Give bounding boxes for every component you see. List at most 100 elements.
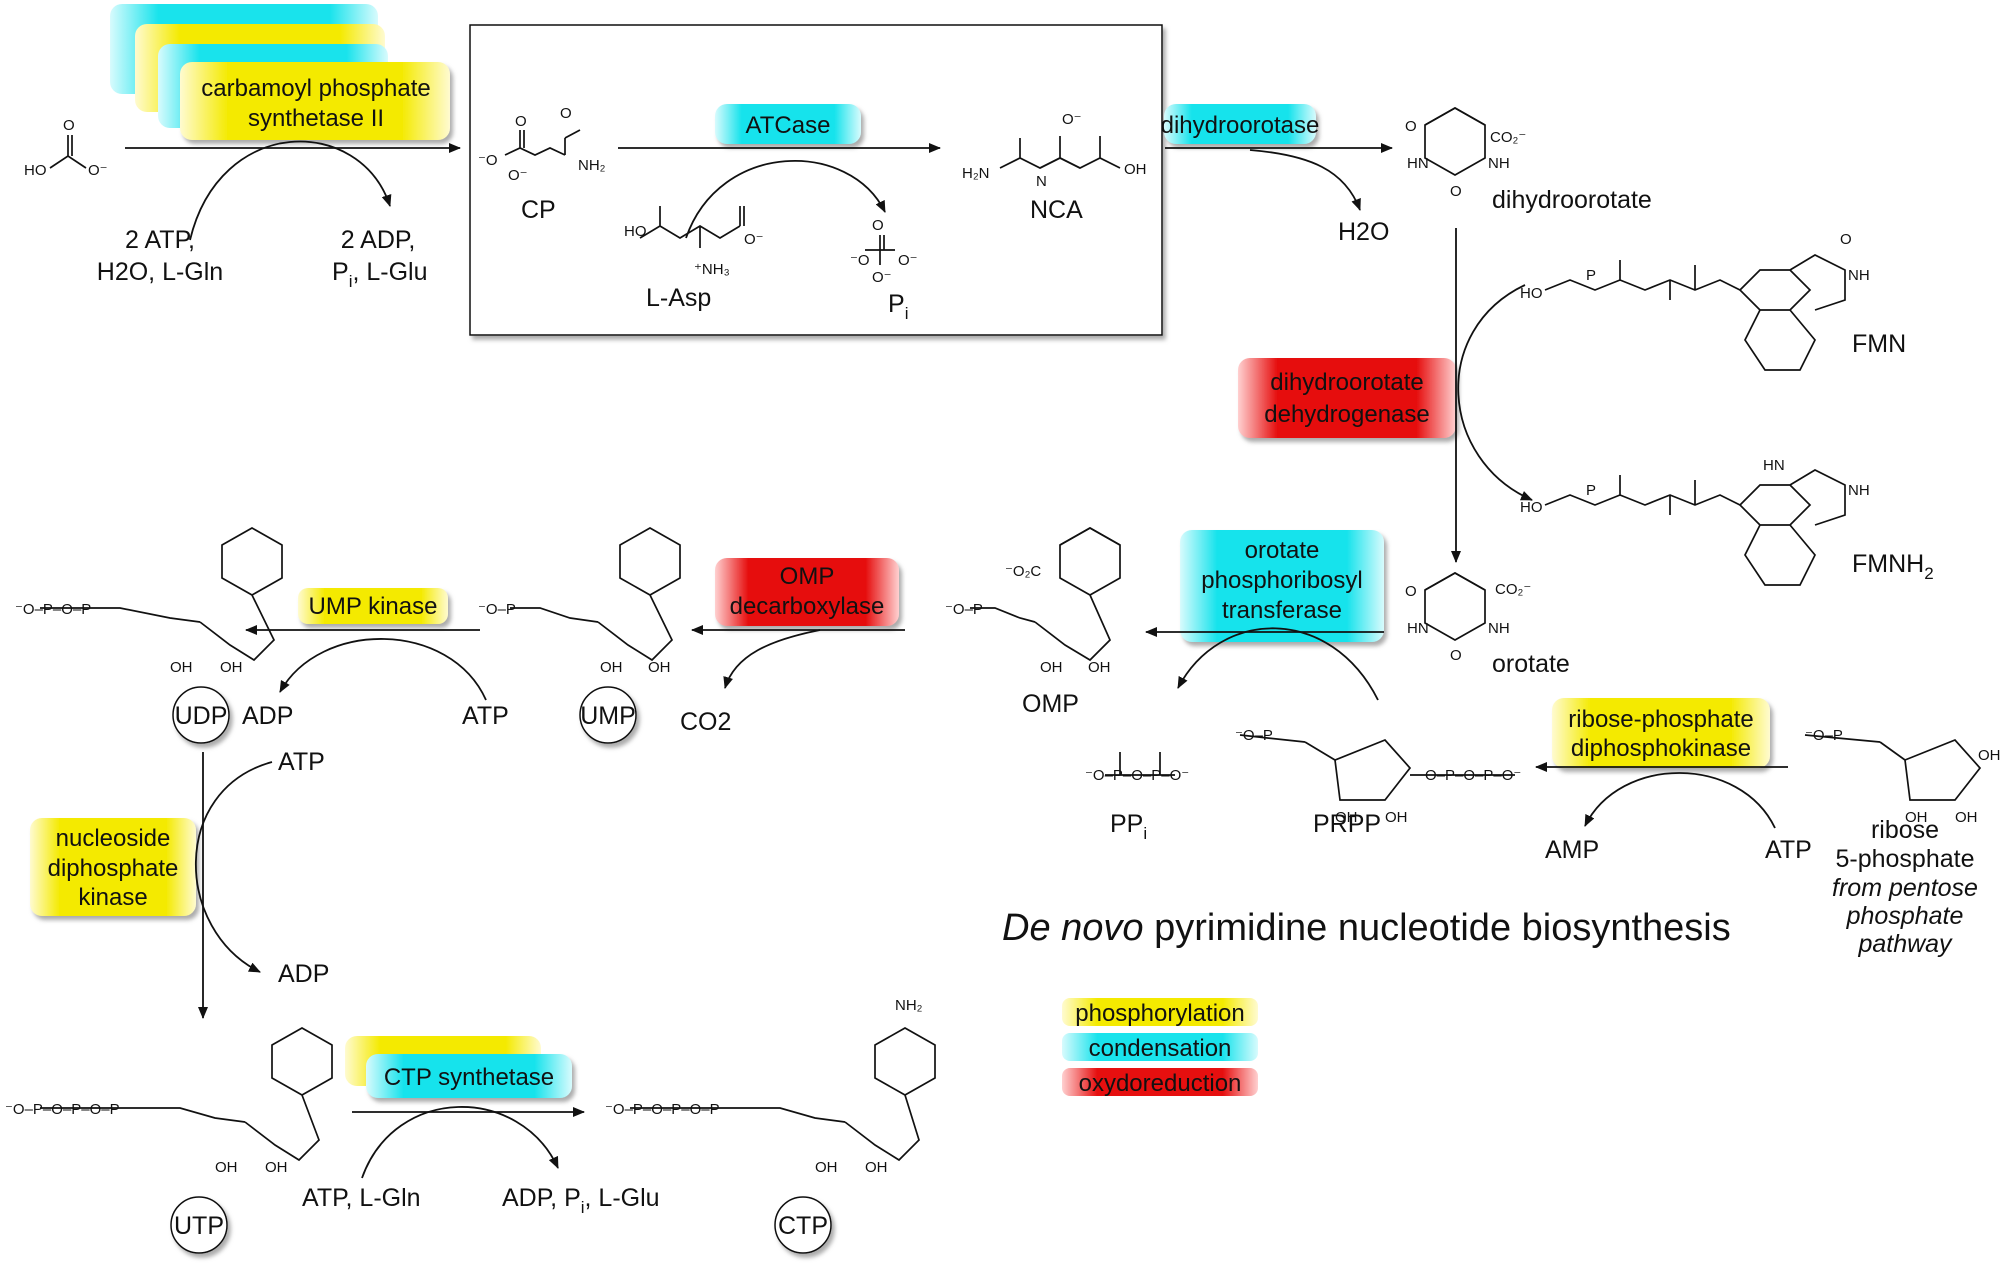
svg-text:O: O: [1405, 583, 1417, 600]
fmn-structure: HO P NH O: [1520, 231, 1870, 371]
svg-text:OH: OH: [170, 659, 193, 676]
oprt-label-3: transferase: [1222, 597, 1342, 624]
svg-text:OH: OH: [1955, 809, 1978, 826]
svg-text:O⁻: O⁻: [1062, 111, 1082, 128]
svg-text:HO: HO: [24, 162, 47, 179]
arrow-atcase-cofactor: [685, 160, 886, 239]
ctps-out-label: ADP, Pi, L-Glu: [502, 1184, 660, 1217]
cps-in-1: 2 ATP,: [125, 226, 195, 254]
diagram-title: De novo pyrimidine nucleotide biosynthes…: [1002, 907, 1731, 949]
ompdc-enzyme-box: OMP decarboxylase: [715, 558, 899, 626]
legend: phosphorylation condensation oxydoreduct…: [1062, 998, 1258, 1097]
ompdc-label-1: OMP: [780, 563, 835, 590]
ndpk-atp-label: ATP: [278, 748, 325, 776]
ctps-label: CTP synthetase: [384, 1064, 554, 1091]
utp-badge: UTP: [170, 1196, 228, 1254]
prps-amp-label: AMP: [1545, 836, 1599, 864]
prpp-structure: ⁻O–P O–P–O–P–O⁻ OH OH: [1235, 727, 1521, 826]
svg-text:NH: NH: [1848, 267, 1870, 284]
svg-text:OH: OH: [220, 659, 243, 676]
udp-structure: ⁻O–P–O–P OH OH: [15, 527, 283, 676]
svg-text:HO: HO: [1520, 499, 1543, 516]
legend-condensation-swatch: [1062, 1033, 1258, 1061]
svg-text:P: P: [1586, 267, 1596, 284]
arrow-fmn: [1457, 284, 1533, 501]
svg-text:CO₂⁻: CO₂⁻: [1495, 581, 1531, 598]
svg-text:CO₂⁻: CO₂⁻: [1490, 129, 1526, 146]
orotate-label: orotate: [1492, 650, 1570, 678]
svg-text:⁻O: ⁻O: [478, 152, 498, 169]
svg-text:OH: OH: [1905, 809, 1928, 826]
ribose5p-structure: ⁻O–P OH OH OH: [1804, 727, 2001, 826]
ndpk-label-3: kinase: [78, 884, 147, 911]
svg-text:CTP: CTP: [778, 1212, 828, 1240]
dhodh-enzyme-box: dihydroorotate dehydrogenase: [1238, 358, 1456, 438]
legend-phosphorylation: phosphorylation: [1075, 1000, 1244, 1027]
lasp-structure: HO ⁺NH₃ O⁻: [624, 206, 764, 278]
svg-text:⁻O–P–O–P–O⁻: ⁻O–P–O–P–O⁻: [1085, 767, 1189, 784]
cps-out-1: 2 ADP,: [341, 226, 416, 254]
dihydroorotase-enzyme-box: dihydroorotase: [1161, 104, 1319, 144]
svg-text:P: P: [1586, 482, 1596, 499]
bicarbonate-structure: HO O O⁻: [24, 117, 108, 179]
umpk-enzyme-box: UMP kinase: [298, 588, 448, 624]
cps-in-2: H2O, L-Gln: [97, 258, 223, 286]
lasp-label: L-Asp: [646, 284, 711, 312]
reaction-arrows: [125, 140, 1788, 1179]
svg-text:UTP: UTP: [174, 1212, 224, 1240]
ribose-label-1: ribose: [1871, 816, 1939, 844]
ctp-badge: CTP: [774, 1196, 832, 1254]
svg-text:⁻O–P: ⁻O–P: [478, 601, 516, 618]
legend-phosphorylation-swatch: [1062, 998, 1258, 1026]
svg-text:HN: HN: [1763, 457, 1785, 474]
ppi-structure: ⁻O–P–O–P–O⁻: [1085, 752, 1189, 784]
svg-text:⁻O–P–O–P–O–P: ⁻O–P–O–P–O–P: [605, 1101, 720, 1118]
svg-text:⁺NH₃: ⁺NH₃: [694, 261, 730, 278]
svg-text:O: O: [1450, 183, 1462, 200]
ndpk-enzyme-box: nucleoside diphosphate kinase: [30, 818, 196, 916]
ndpk-adp-label: ADP: [278, 960, 329, 988]
svg-text:HO: HO: [1520, 285, 1543, 302]
dhodh-label-1: dihydroorotate: [1270, 369, 1423, 396]
arrow-ctps-cofactor: [361, 1106, 559, 1179]
ctp-structure: ⁻O–P–O–P–O–P NH₂ OH OH: [605, 997, 936, 1176]
utp-structure: ⁻O–P–O–P–O–P OH OH: [5, 1027, 333, 1176]
ndpk-label-1: nucleoside: [56, 825, 171, 852]
svg-text:O: O: [560, 105, 572, 122]
svg-text:OH: OH: [1124, 161, 1147, 178]
arrow-umpk-cofactor: [279, 638, 487, 701]
cps2-stack-front: [180, 62, 450, 140]
svg-text:NH: NH: [1488, 155, 1510, 172]
arrow-h2o: [1249, 149, 1361, 211]
svg-text:O: O: [1840, 231, 1852, 248]
svg-text:O⁻: O⁻: [88, 162, 108, 179]
svg-text:O–P–O–P–O⁻: O–P–O–P–O⁻: [1425, 767, 1521, 784]
ctps-enzyme-box: CTP synthetase: [345, 1036, 572, 1098]
fmnh2-label: FMNH2: [1852, 550, 1934, 583]
omp-label: OMP: [1022, 690, 1079, 718]
cps2-label-1: carbamoyl phosphate: [201, 75, 430, 102]
arrow-ndpk-cofactor: [195, 761, 273, 973]
arrow-co2: [723, 629, 821, 689]
svg-text:OH: OH: [265, 1159, 288, 1176]
ribose-note-1: from pentose: [1832, 874, 1978, 902]
arrow-oprt-cofactor: [1177, 627, 1379, 701]
atcase-label: ATCase: [746, 112, 831, 139]
svg-text:⁻O–P: ⁻O–P: [945, 601, 983, 618]
svg-text:O: O: [872, 217, 884, 234]
cp-label: CP: [521, 196, 556, 224]
svg-text:⁻O₂C: ⁻O₂C: [1005, 563, 1041, 580]
svg-text:⁻O: ⁻O: [850, 252, 870, 269]
legend-oxydoreduction-swatch: [1062, 1068, 1258, 1096]
arrow-prps-cofactor: [1584, 772, 1776, 829]
dihydroorotate-label: dihydroorotate: [1492, 186, 1652, 214]
svg-text:OH: OH: [1335, 809, 1358, 826]
svg-text:HO: HO: [624, 223, 647, 240]
oprt-label-1: orotate: [1245, 537, 1320, 564]
ctps-stack-front: [366, 1054, 572, 1098]
ppi-label: PPi: [1110, 810, 1147, 843]
svg-text:⁻O–P: ⁻O–P: [1805, 727, 1843, 744]
fmnh2-structure: HO P HN NH: [1520, 457, 1870, 586]
umpk-label: UMP kinase: [309, 593, 438, 620]
